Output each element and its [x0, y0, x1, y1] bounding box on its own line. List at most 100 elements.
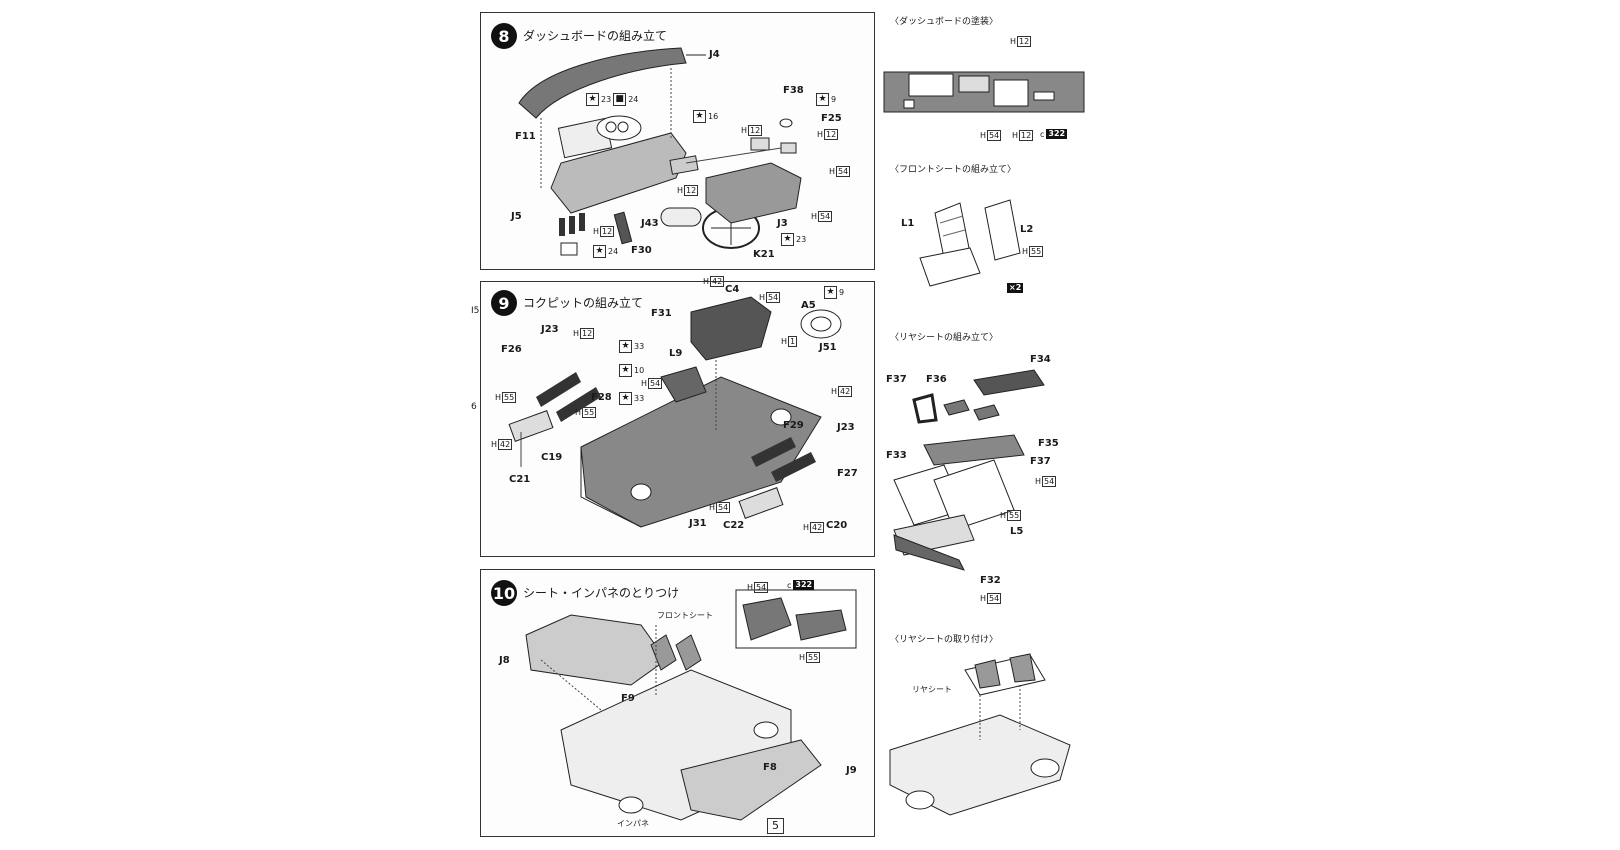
part-label: C20	[826, 520, 848, 531]
part-label: J5	[511, 211, 522, 222]
part-label: F26	[501, 344, 522, 355]
part-label: L9	[669, 348, 683, 359]
decal-marker: ★33	[619, 340, 644, 353]
decal-marker: ★33	[619, 392, 644, 405]
part-label: J43	[641, 218, 659, 229]
part-label: F37	[886, 374, 907, 385]
decal-marker: ★10	[619, 364, 644, 377]
rear-seat-mount-drawing	[889, 653, 1071, 816]
cockpit-exploded-drawing	[508, 296, 842, 528]
decal-marker: ★9	[824, 286, 844, 299]
step-9-panel: 9 コクピットの組み立て C4 A5 J51 F31 J23 F26 F28 L…	[480, 276, 875, 557]
front-seat-title: 〈フロントシートの組み立て〉	[890, 165, 1017, 175]
part-label: F33	[886, 450, 907, 461]
part-label: F36	[926, 374, 947, 385]
part-label: L1	[901, 218, 915, 229]
rear-seat-caption: リヤシート	[912, 685, 952, 694]
part-label: K21	[753, 249, 775, 260]
side-mark: I5	[471, 306, 480, 316]
dash-paint-title: 〈ダッシュボードの塗装〉	[890, 17, 999, 27]
part-label: J23	[837, 422, 855, 433]
part-label: F9	[621, 693, 635, 704]
part-label: A5	[801, 300, 816, 311]
step-8-panel: 8 ダッシュボードの組み立て J4 F11 J5 J43 F30 J3 K21	[480, 12, 875, 270]
part-label: J9	[846, 765, 857, 776]
part-label: F38	[783, 85, 804, 96]
decal-marker: ★9	[816, 93, 836, 106]
part-label: F30	[631, 245, 652, 256]
x2-badge: ×2	[1007, 283, 1024, 293]
part-label: J31	[689, 518, 707, 529]
rear-mount-title: 〈リヤシートの取り付け〉	[890, 635, 999, 645]
seat-panel-installation-drawing	[525, 589, 857, 821]
step-10-panel: 10 シート・インパネのとりつけ J8 F9 F8 J9 フロントシート インパ…	[480, 569, 875, 837]
part-label: C4	[725, 284, 740, 295]
step-8-number: 8	[491, 23, 517, 49]
decal-marker: ★16	[693, 110, 718, 123]
front-seat-caption: フロントシート	[657, 611, 713, 620]
step-8-title: ダッシュボードの組み立て	[523, 29, 668, 43]
decal-marker: ★23■24	[586, 93, 638, 106]
part-label: J51	[819, 342, 837, 353]
side-mark: 6	[471, 402, 477, 412]
step-9-number: 9	[491, 290, 517, 316]
part-label: F25	[821, 113, 842, 124]
part-label: C19	[541, 452, 563, 463]
part-label: J23	[541, 324, 559, 335]
part-label: F37	[1030, 456, 1051, 467]
decal-marker: ★24	[593, 245, 618, 258]
step-10-number: 10	[491, 580, 517, 606]
part-label: J8	[499, 655, 510, 666]
part-label: F8	[763, 762, 777, 773]
part-label: L5	[1010, 526, 1024, 537]
part-label: F35	[1038, 438, 1059, 449]
step-10-title: シート・インパネのとりつけ	[523, 586, 680, 600]
part-label: F27	[837, 468, 858, 479]
rear-seat-title: 〈リヤシートの組み立て〉	[890, 333, 999, 343]
part-label: F29	[783, 420, 804, 431]
dashboard-exploded-drawing	[518, 47, 802, 256]
step-9-title: コクピットの組み立て	[523, 296, 644, 310]
front-seat-drawing	[919, 199, 1021, 287]
part-label: C21	[509, 474, 531, 485]
part-label: J3	[777, 218, 788, 229]
part-label: F31	[651, 308, 672, 319]
part-label: C22	[723, 520, 745, 531]
dashboard-paint-drawing	[883, 71, 1085, 113]
part-label: L2	[1020, 224, 1034, 235]
part-label: F34	[1030, 354, 1051, 365]
part-label: F32	[980, 575, 1001, 586]
part-label: F11	[515, 131, 536, 142]
part-label: J4	[709, 49, 720, 60]
instrument-panel-caption: インパネ	[617, 819, 649, 828]
page-number: 5	[767, 818, 784, 834]
